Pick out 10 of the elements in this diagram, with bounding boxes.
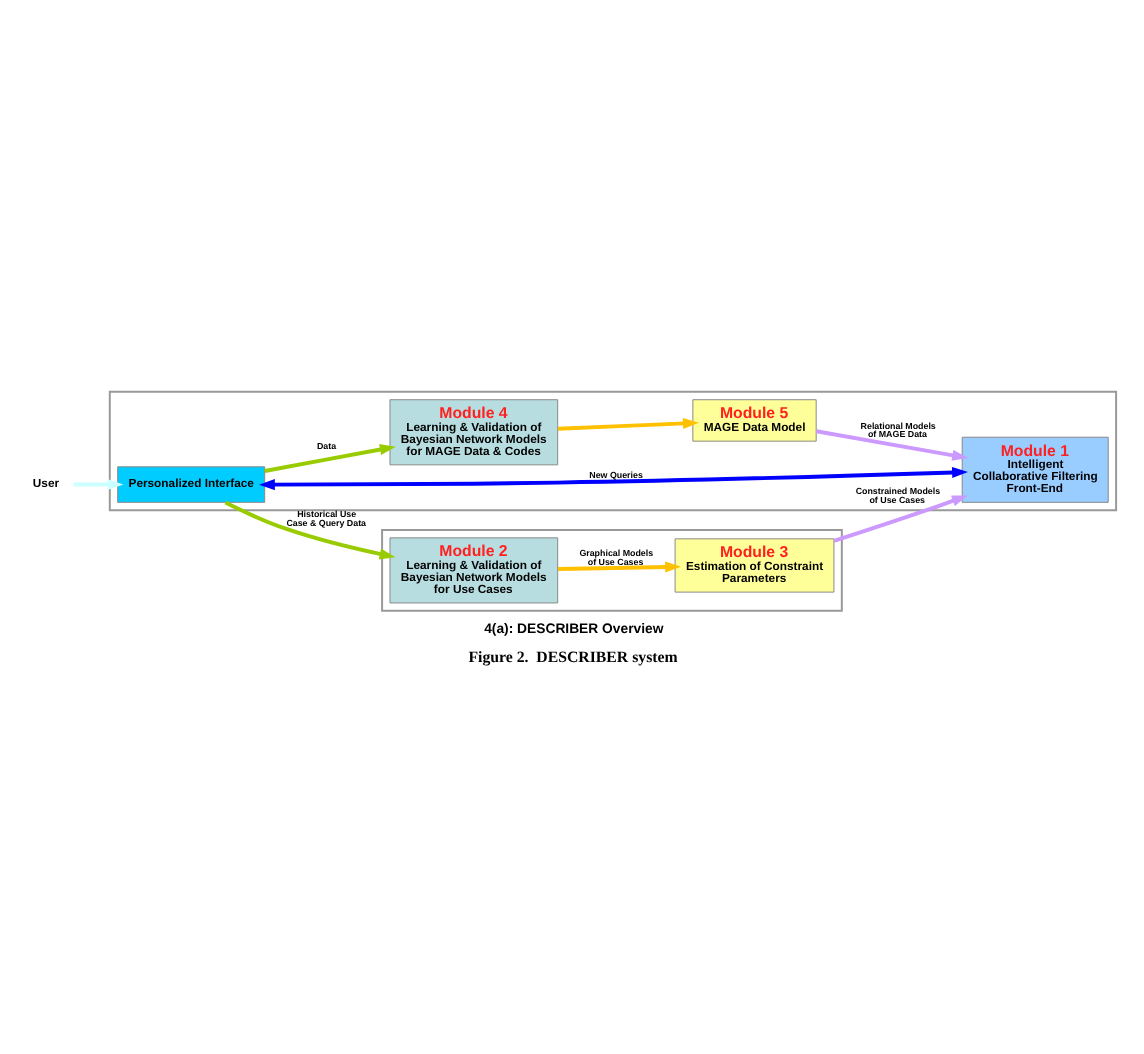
- arrow: [558, 417, 699, 431]
- arrow: [816, 429, 969, 461]
- arrow: [558, 561, 681, 573]
- arrow: [833, 495, 968, 543]
- cluster: [381, 528, 843, 612]
- arrow: [264, 444, 396, 473]
- arrow: [73, 479, 124, 491]
- arrow: [259, 466, 968, 491]
- arrow: [224, 500, 396, 560]
- caption: Figure 2. DESCRIBER system: [468, 647, 678, 666]
